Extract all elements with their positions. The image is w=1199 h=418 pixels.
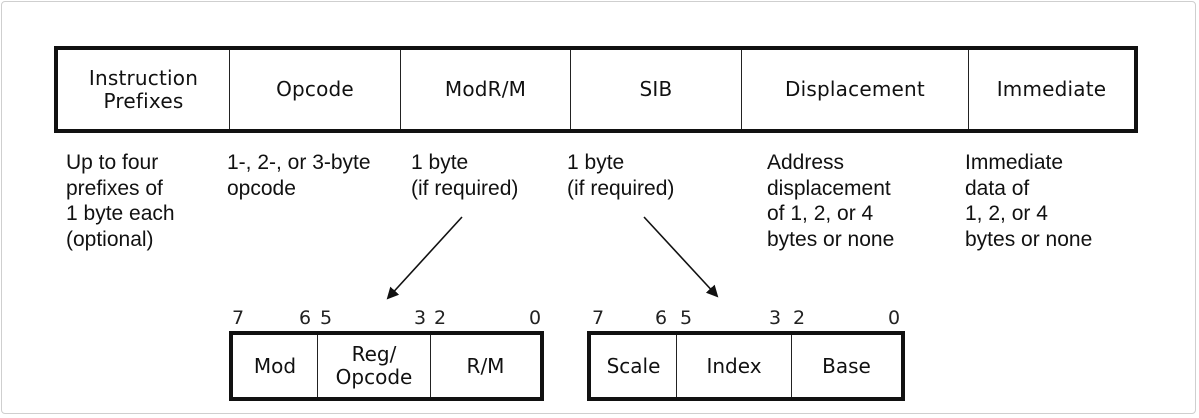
modrm-arrow — [386, 216, 463, 300]
sib-bit-0: 0 — [888, 307, 901, 329]
modrm-field-rm: R/M — [466, 353, 505, 378]
field-opcode: Opcode — [230, 50, 401, 129]
sib-bit-5: 5 — [680, 307, 693, 329]
sib-detail-box: Scale Index Base — [587, 331, 905, 401]
sib-field-scale: Scale — [591, 335, 677, 397]
sib-arrow — [643, 216, 719, 298]
modrm-bit-7: 7 — [232, 307, 245, 329]
modrm-bit-2: 2 — [434, 307, 447, 329]
desc-instruction-prefixes: Up to four prefixes of 1 byte each (opti… — [66, 151, 175, 251]
field-sib: SIB — [571, 50, 742, 129]
sib-bit-6: 6 — [655, 307, 668, 329]
desc-modrm: 1 byte (if required) — [411, 151, 519, 200]
modrm-bit-6: 6 — [299, 307, 312, 329]
field-displacement: Displacement — [742, 50, 969, 129]
sib-field-index: Index — [677, 335, 792, 397]
modrm-bit-3: 3 — [414, 307, 427, 329]
desc-opcode: 1-, 2-, or 3-byte opcode — [227, 151, 371, 200]
desc-immediate: Immediate data of 1, 2, or 4 bytes or no… — [965, 151, 1093, 251]
modrm-bit-5: 5 — [320, 307, 333, 329]
desc-displacement: Address displacement of 1, 2, or 4 bytes… — [767, 151, 895, 251]
modrm-field-mod: Mod — [233, 335, 318, 397]
desc-sib: 1 byte (if required) — [567, 151, 675, 200]
sib-field-base: Base — [822, 353, 871, 378]
sib-bit-7: 7 — [592, 307, 605, 329]
field-modrm: ModR/M — [401, 50, 571, 129]
modrm-detail-box: Mod Reg/ Opcode R/M — [229, 331, 544, 401]
instruction-format-row: Instruction Prefixes Opcode ModR/M SIB D… — [54, 46, 1138, 133]
sib-bit-3: 3 — [769, 307, 782, 329]
modrm-field-reg-opcode: Reg/ Opcode — [318, 335, 431, 397]
modrm-bit-0: 0 — [529, 307, 542, 329]
field-instruction-prefixes: Instruction Prefixes — [58, 50, 230, 129]
field-immediate: Immediate — [996, 77, 1107, 101]
sib-bit-2: 2 — [793, 307, 806, 329]
